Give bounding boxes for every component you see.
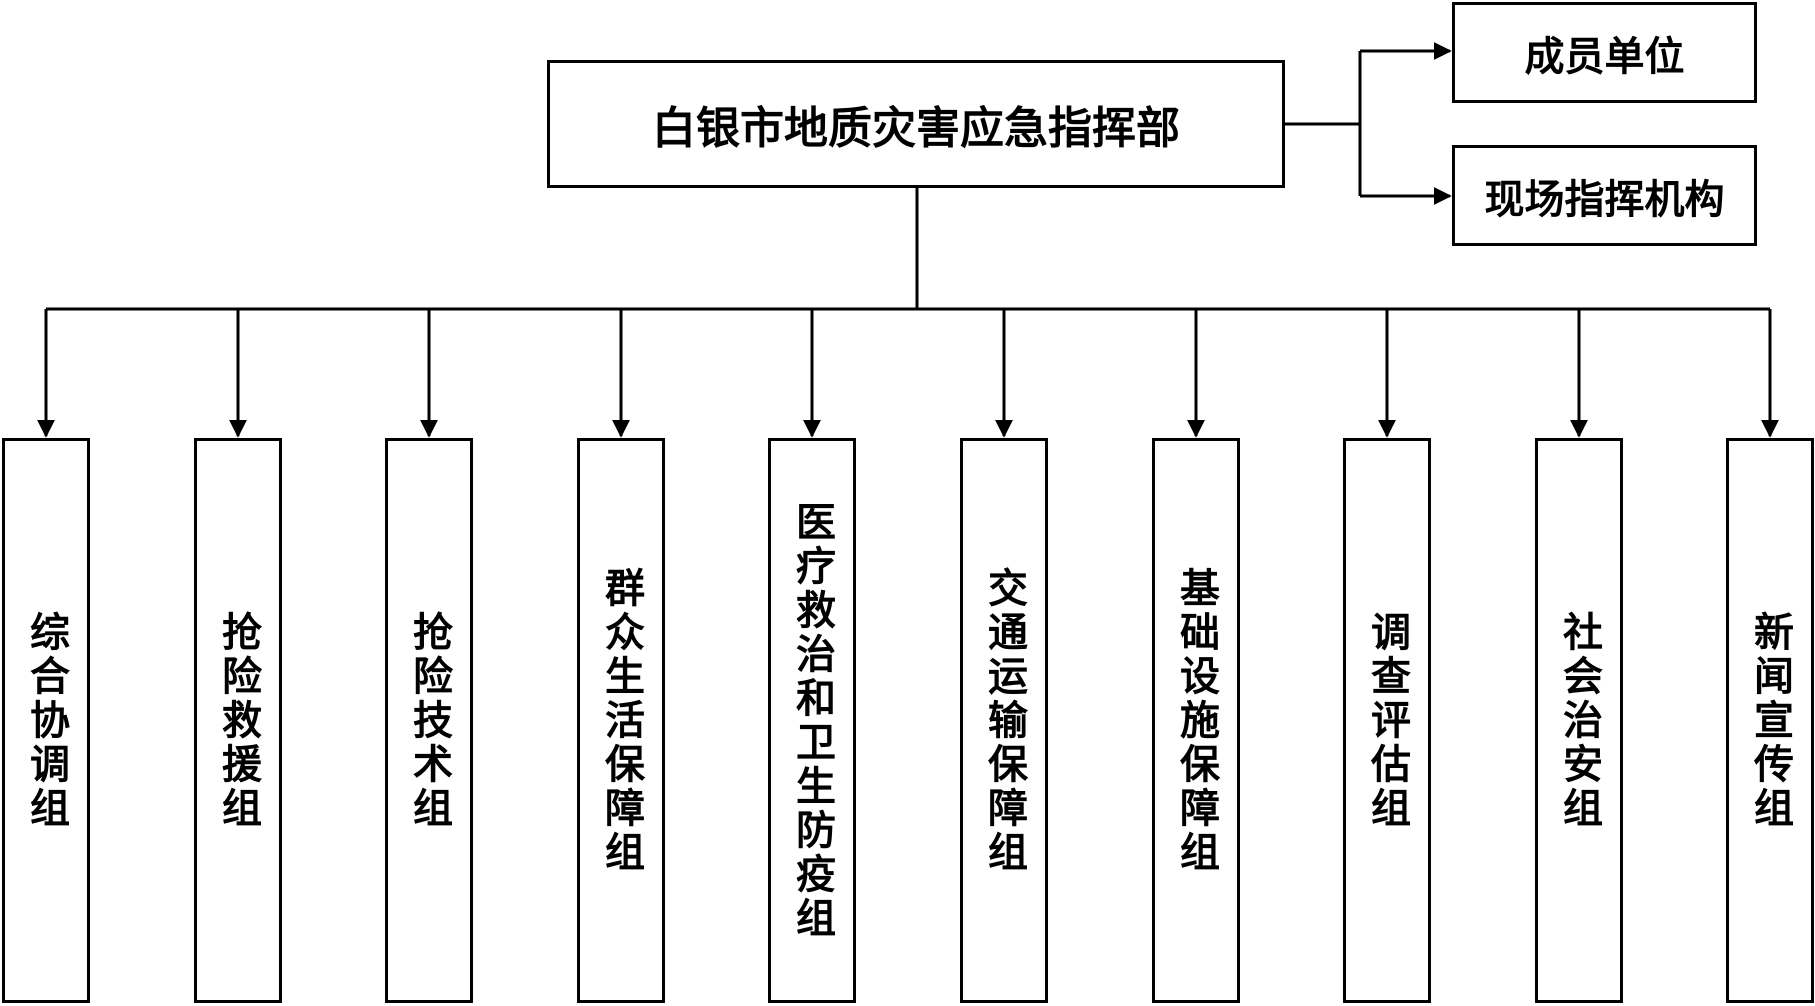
group-node: 基础设施保障组 (1152, 438, 1240, 1003)
group-node-label: 群众生活保障组 (598, 566, 644, 875)
group-node: 抢险救援组 (194, 438, 282, 1003)
side-node-label: 现场指挥机构 (1484, 176, 1725, 223)
group-node-label: 医疗救治和卫生防疫组 (789, 500, 835, 941)
group-node-label: 交通运输保障组 (981, 566, 1027, 875)
group-node: 交通运输保障组 (960, 438, 1048, 1003)
group-node-label: 基础设施保障组 (1173, 566, 1219, 875)
group-node-label: 调查评估组 (1364, 610, 1410, 831)
group-node: 医疗救治和卫生防疫组 (768, 438, 856, 1003)
group-node-label: 社会治安组 (1556, 610, 1602, 831)
group-node-label: 抢险救援组 (215, 610, 261, 831)
group-node: 社会治安组 (1535, 438, 1623, 1003)
group-node: 抢险技术组 (385, 438, 473, 1003)
group-node-label: 新闻宣传组 (1747, 610, 1793, 831)
side-node-label: 成员单位 (1524, 33, 1685, 80)
side-node-member-units: 成员单位 (1452, 2, 1757, 103)
group-node-label: 抢险技术组 (406, 610, 452, 831)
side-node-site-command: 现场指挥机构 (1452, 145, 1757, 246)
group-node: 综合协调组 (2, 438, 90, 1003)
group-node-label: 综合协调组 (23, 610, 69, 831)
group-node: 调查评估组 (1343, 438, 1431, 1003)
group-node: 新闻宣传组 (1726, 438, 1814, 1003)
group-node: 群众生活保障组 (577, 438, 665, 1003)
root-node: 白银市地质灾害应急指挥部 (547, 60, 1285, 188)
root-node-label: 白银市地质灾害应急指挥部 (652, 103, 1180, 154)
